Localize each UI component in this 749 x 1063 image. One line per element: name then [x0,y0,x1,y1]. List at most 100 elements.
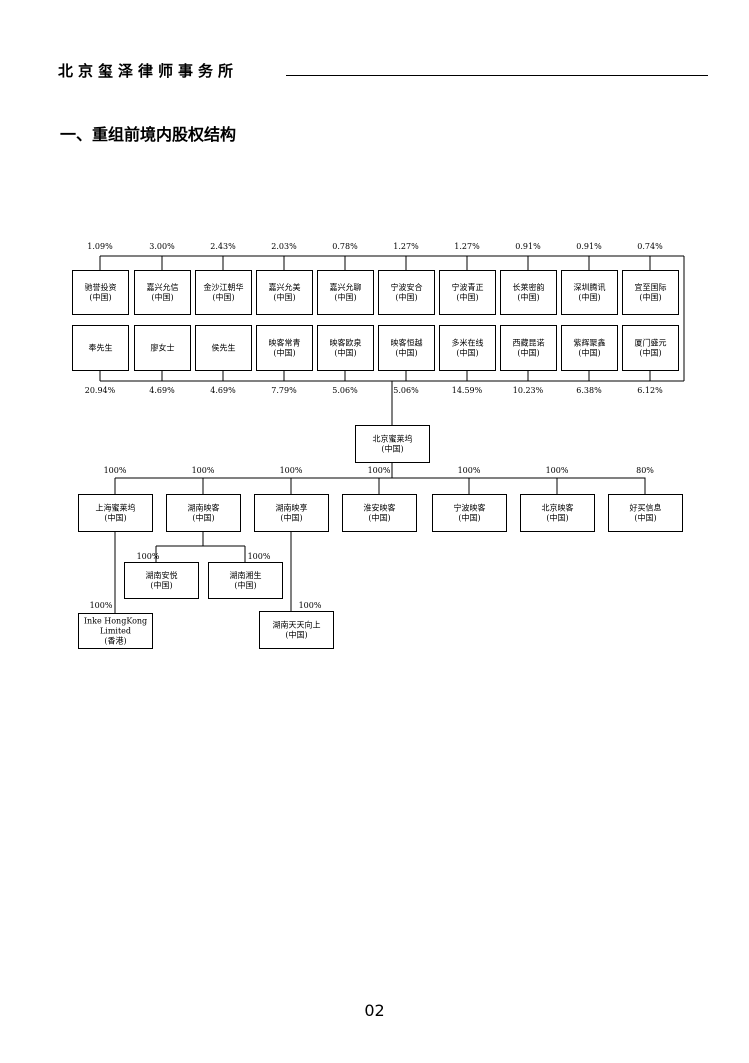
pct-label-bottom: 6.38% [576,386,602,395]
subsidiary-pct: 100% [458,466,481,475]
shareholder-box-label: (中国) [395,292,417,302]
shareholder-box-label: 廖女士 [151,343,175,353]
shareholder-box-label: (中国) [578,348,600,358]
shareholder-box-label: (中国) [578,292,600,302]
shareholder-box-label: 映客欧泉 [330,338,362,348]
company-box [355,425,430,463]
inke-hk-box-label: Limited [100,627,131,636]
subsidiary-pct: 80% [636,466,654,475]
shareholder-box-label: 侯先生 [212,343,236,353]
pct-label-top: 0.91% [576,242,602,251]
pct-label-top: 2.43% [210,242,236,251]
hunan-sub-box-label: (中国) [150,580,172,590]
shareholder-box-label: 宁波安合 [391,282,423,292]
subsidiary-pct: 100% [192,466,215,475]
pct-label-top: 1.27% [393,242,419,251]
shareholder-box-label: (中国) [456,292,478,302]
pct-label-bottom: 10.23% [513,386,544,395]
pct-label-bottom: 20.94% [85,386,116,395]
subsidiary-pct: 100% [546,466,569,475]
subsidiary-box-label: (中国) [104,513,126,523]
shareholder-box-label: (中国) [517,292,539,302]
shareholder-box-label: 驰誉投资 [85,282,117,292]
pct-label-bottom: 6.12% [637,386,663,395]
shareholder-box [256,325,313,371]
shareholder-box-label: 紫辉聚鑫 [574,338,606,348]
shareholder-box [500,270,557,315]
shareholder-box-label: 映客恒越 [391,338,423,348]
shareholder-box-label: 嘉兴允美 [269,282,301,292]
shareholder-box-label: (中国) [273,292,295,302]
subsidiary-box [432,494,507,532]
tiantian-box-label: 湖南天天向上 [273,620,321,630]
shareholder-box [72,325,129,371]
section-title: 一、重组前境内股权结构 [60,125,237,144]
shareholder-box-label: (中国) [151,292,173,302]
subsidiary-box-label: (中国) [458,513,480,523]
pct-label-top: 1.09% [87,242,113,251]
subsidiary-box-label: 北京映客 [542,503,574,513]
subsidiary-box [520,494,595,532]
pct-label-top: 3.00% [149,242,175,251]
hunan-sub-box-label: (中国) [234,580,256,590]
subsidiary-box [166,494,241,532]
shareholder-box-label: 奉先生 [89,343,113,353]
pct-label-top: 0.91% [515,242,541,251]
subsidiary-box-label: 湖南映享 [276,503,308,513]
tiantian-box-label: (中国) [285,630,307,640]
subsidiary-box-label: (中国) [280,513,302,523]
shareholder-box-label: (中国) [639,292,661,302]
shareholder-box [317,325,374,371]
shareholder-box [256,270,313,315]
shareholder-box-label: 宁波青正 [452,282,484,292]
shareholder-box-label: 多米在线 [452,338,484,348]
subsidiary-pct: 100% [368,466,391,475]
shareholder-box [72,270,129,315]
hunan-sub-pct: 100% [248,552,271,561]
shareholder-box [500,325,557,371]
pct-label-bottom: 5.06% [393,386,419,395]
shareholder-box [622,325,679,371]
page-number: 02 [364,1001,385,1020]
shareholder-box-label: (中国) [89,292,111,302]
inke-hk-box [78,613,153,649]
subsidiary-box [342,494,417,532]
shareholder-box-label: (中国) [456,348,478,358]
company-box-label: 北京蜜莱坞 [373,434,413,444]
shareholder-box-label: (中国) [395,348,417,358]
shareholder-box [378,325,435,371]
tiantian-box [259,611,334,649]
subsidiary-box [254,494,329,532]
hunan-sub-box [208,562,283,599]
shareholder-box [134,325,191,371]
hunan-sub-box-label: 湖南湘生 [230,570,262,580]
subsidiary-box-label: (中国) [368,513,390,523]
subsidiary-box-label: (中国) [546,513,568,523]
shareholder-box [439,270,496,315]
pct-label-bottom: 5.06% [332,386,358,395]
subsidiary-box [78,494,153,532]
hunan-sub-box-label: 湖南安悦 [146,570,178,580]
subsidiary-pct: 100% [280,466,303,475]
shareholder-box-label: 嘉兴允信 [147,282,179,292]
shareholder-box-label: (中国) [212,292,234,302]
pct-label-top: 0.78% [332,242,358,251]
subsidiary-box-label: 宁波映客 [454,503,486,513]
subsidiary-box [608,494,683,532]
shareholder-box [378,270,435,315]
subsidiary-box-label: 淮安映客 [364,503,396,513]
subsidiary-box-label: (中国) [634,513,656,523]
pct-label-top: 0.74% [637,242,663,251]
shareholder-box-label: 宜至国际 [635,282,667,292]
shareholder-box [317,270,374,315]
subsidiary-pct: 100% [104,466,127,475]
shareholder-box-label: (中国) [517,348,539,358]
shareholder-box-label: 西藏昆诺 [513,338,545,348]
header-rule [286,75,708,76]
inke-hk-pct: 100% [90,601,113,610]
shareholder-box-label: 深圳腾讯 [574,282,606,292]
shareholder-box [622,270,679,315]
pct-label-top: 2.03% [271,242,297,251]
inke-hk-box-label: Inke HongKong [84,617,147,626]
